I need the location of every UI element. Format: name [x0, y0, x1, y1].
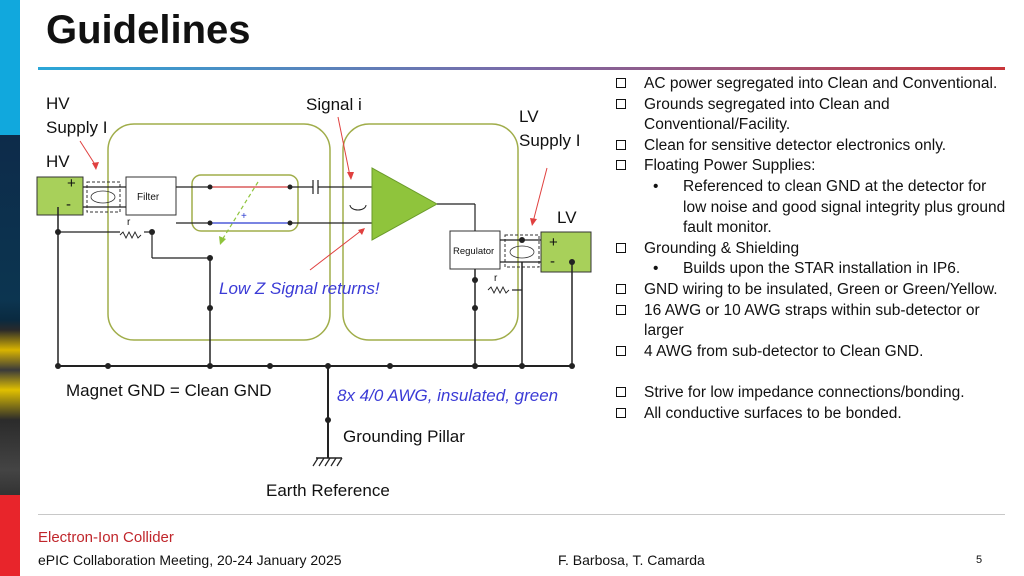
- bullet-item: All conductive surfaces to be bonded.: [613, 404, 1008, 425]
- bullet-text: Floating Power Supplies:: [644, 157, 816, 175]
- hv-minus: -: [66, 196, 71, 213]
- amplifier: [371, 167, 439, 241]
- checkbox-bullet-icon: [616, 242, 626, 253]
- lv-supply-label: LV Supply I: [519, 107, 581, 150]
- bullet-text: Grounds segregated into Clean and Conven…: [644, 95, 890, 134]
- signal-minus: -: [251, 182, 255, 193]
- hv-shield: [86, 181, 121, 213]
- bullet-item: • Builds upon the STAR installation in IP…: [613, 259, 1008, 280]
- bullet-text: Grounding & Shielding: [644, 239, 800, 257]
- bullet-item: Grounds segregated into Clean and Conven…: [613, 95, 1008, 136]
- earth-reference-label: Earth Reference: [266, 481, 390, 500]
- grounding-diagram: [36, 116, 592, 467]
- bullet-text: 4 AWG from sub-detector to Clean GND.: [644, 342, 924, 360]
- hv-supply-box: [36, 176, 84, 216]
- bullet-text: Referenced to clean GND at the detector …: [683, 177, 1006, 237]
- bullet-text: Strive for low impedance connections/bon…: [644, 384, 965, 402]
- left-decor-bar: [0, 0, 20, 576]
- checkbox-bullet-icon: [616, 139, 626, 150]
- filter-box: [125, 176, 177, 216]
- bullet-text: GND wiring to be insulated, Green or Gre…: [644, 280, 998, 298]
- regulator-box: [449, 230, 501, 270]
- page-number: 5: [976, 554, 983, 566]
- checkbox-bullet-icon: [616, 78, 626, 88]
- bullet-text: 16 AWG or 10 AWG straps within sub-detec…: [644, 301, 980, 340]
- checkbox-bullet-icon: [616, 345, 626, 356]
- signal-label: Signal i: [306, 95, 362, 114]
- bullet-item: Grounding & Shielding: [613, 239, 1008, 260]
- bullet-dot-icon: •: [653, 177, 659, 195]
- lv-supply-box: [540, 231, 592, 273]
- bullet-text: Clean for sensitive detector electronics…: [644, 136, 947, 154]
- footer-authors: F. Barbosa, T. Camarda: [558, 552, 705, 568]
- bullet-item: Clean for sensitive detector electronics…: [613, 136, 1008, 157]
- awg-cable-label: 8x 4/0 AWG, insulated, green: [337, 386, 559, 405]
- bullet-text: AC power segregated into Clean and Conve…: [644, 75, 998, 92]
- signal-plus: +: [241, 211, 247, 222]
- bullet-dot-icon: •: [653, 260, 659, 278]
- checkbox-bullet-icon: [616, 407, 626, 418]
- detector-enclosure-left: [107, 123, 331, 341]
- guidelines-list: AC power segregated into Clean and Conve…: [613, 74, 1008, 425]
- lv-label: LV: [557, 208, 577, 227]
- hv-supply-label: HV Supply I: [46, 94, 108, 137]
- bullet-text: All conductive surfaces to be bonded.: [644, 404, 902, 422]
- footer-divider: [38, 514, 1005, 515]
- low-z-returns-label: Low Z Signal returns!: [219, 279, 380, 298]
- bullet-item: 16 AWG or 10 AWG straps within sub-detec…: [613, 301, 1008, 342]
- detector-enclosure-right: [342, 123, 519, 341]
- bullet-item: GND wiring to be insulated, Green or Gre…: [613, 280, 1008, 301]
- bullet-text: Builds upon the STAR installation in IP6…: [683, 260, 961, 278]
- footer-meeting: ePIC Collaboration Meeting, 20-24 Januar…: [38, 552, 342, 568]
- bullet-item: • Referenced to clean GND at the detector…: [613, 177, 1008, 239]
- hv-resistor-label: r: [127, 217, 131, 228]
- page-title: Guidelines: [46, 8, 251, 52]
- hv-plus: +: [67, 175, 76, 192]
- hv-label: HV: [46, 152, 70, 171]
- lv-resistor-label: r: [494, 273, 498, 284]
- checkbox-bullet-icon: [616, 283, 626, 294]
- checkbox-bullet-icon: [616, 98, 626, 109]
- magnet-gnd-label: Magnet GND = Clean GND: [66, 381, 272, 400]
- checkbox-bullet-icon: [616, 160, 626, 171]
- lv-plus: +: [549, 234, 558, 251]
- lv-minus: -: [550, 253, 555, 270]
- bullet-item: 4 AWG from sub-detector to Clean GND.: [613, 342, 1008, 363]
- eic-logo: Electron-Ion Collider: [38, 529, 174, 546]
- checkbox-bullet-icon: [616, 304, 626, 315]
- regulator-label: Regulator: [453, 246, 495, 257]
- bullet-item: Strive for low impedance connections/bon…: [613, 383, 1008, 404]
- title-divider: [38, 67, 1005, 70]
- inner-enclosure: [191, 174, 299, 232]
- bullet-item: AC power segregated into Clean and Conve…: [613, 74, 1008, 95]
- checkbox-bullet-icon: [616, 387, 626, 398]
- grounding-pillar-label: Grounding Pillar: [343, 427, 465, 446]
- bullet-item: Floating Power Supplies:: [613, 156, 1008, 177]
- filter-label: Filter: [137, 192, 160, 203]
